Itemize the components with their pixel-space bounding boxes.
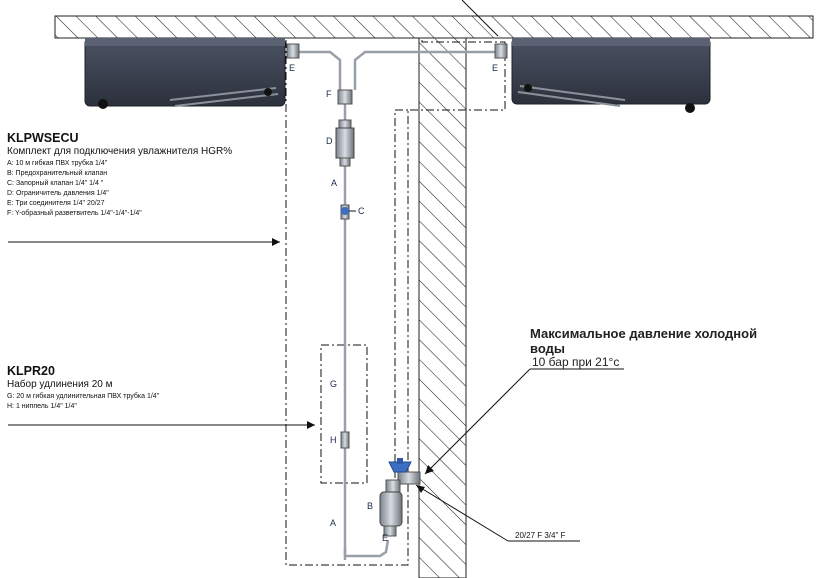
- fitting-e-left: [286, 43, 300, 59]
- pressure-reducer-d: [335, 119, 355, 167]
- kit-item: B: Предохранительный клапан: [7, 169, 107, 177]
- extension-title: KLPR20: [7, 364, 55, 378]
- nipple-h: [340, 431, 350, 449]
- extension-arrow: [8, 421, 315, 429]
- safety-valve-b: [379, 479, 403, 537]
- humidifier-left: [84, 37, 286, 109]
- kit-subtitle: Комплект для подключения увлажнителя HGR…: [7, 146, 232, 157]
- extension-description: KLPR20 Набор удлинения 20 м G: 20 м гибк…: [7, 364, 160, 410]
- pressure-heading-line2: воды: [530, 341, 565, 356]
- wall-inlet-valve: [388, 458, 421, 485]
- kit-item: E: Три соединителя 1/4" 20/27: [7, 200, 105, 207]
- shutoff-valve-c: [340, 204, 350, 220]
- kit-item: A: 10 м гибкая ПВХ трубка 1/4": [7, 159, 108, 167]
- label-g: G: [330, 379, 337, 389]
- kit-description: KLPWSECU Комплект для подключения увлажн…: [7, 131, 232, 217]
- part-labels: E E F D A C G H A B E: [289, 63, 498, 543]
- extension-item: H: 1 ниппель 1/4" 1/4": [7, 403, 77, 410]
- kit-title: KLPWSECU: [7, 131, 79, 145]
- extension-subtitle: Набор удлинения 20 м: [7, 378, 113, 390]
- fitting-e-right: [494, 43, 508, 59]
- top-pointer-line: [461, 0, 499, 37]
- label-e-right: E: [492, 63, 498, 73]
- pressure-pointer: [424, 368, 624, 475]
- spec-pointer: [415, 484, 580, 542]
- label-b: B: [367, 501, 373, 511]
- label-a-top: A: [331, 178, 337, 188]
- humidifier-right: [511, 37, 711, 113]
- label-c: C: [358, 206, 365, 216]
- kit-item: D: Ограничитель давления 1/4": [7, 190, 109, 197]
- label-e-left: E: [289, 63, 295, 73]
- wall: [418, 37, 467, 578]
- piping: [296, 50, 500, 560]
- ceiling: [54, 15, 814, 39]
- label-h: H: [330, 435, 337, 445]
- label-d: D: [326, 136, 333, 146]
- label-e-bottom: E: [382, 533, 388, 543]
- label-a-bottom: A: [330, 518, 336, 528]
- pressure-heading-line1: Максимальное давление холодной: [530, 326, 757, 341]
- extension-item: G: 20 м гибкая удлинительная ПВХ трубка …: [7, 392, 160, 400]
- connection-spec: 20/27 F 3/4" F: [515, 531, 566, 540]
- pressure-value: 10 бар при 21°c: [532, 355, 619, 369]
- kit-arrow: [8, 238, 280, 246]
- label-f: F: [326, 89, 332, 99]
- kit-item: F: Y-образный разветвитель 1/4"-1/4"-1/4…: [7, 209, 142, 217]
- pressure-note: Максимальное давление холодной воды 10 б…: [530, 326, 757, 369]
- kit-item: C: Запорный клапан 1/4" 1/4 ": [7, 179, 104, 187]
- y-splitter-f: [337, 89, 353, 105]
